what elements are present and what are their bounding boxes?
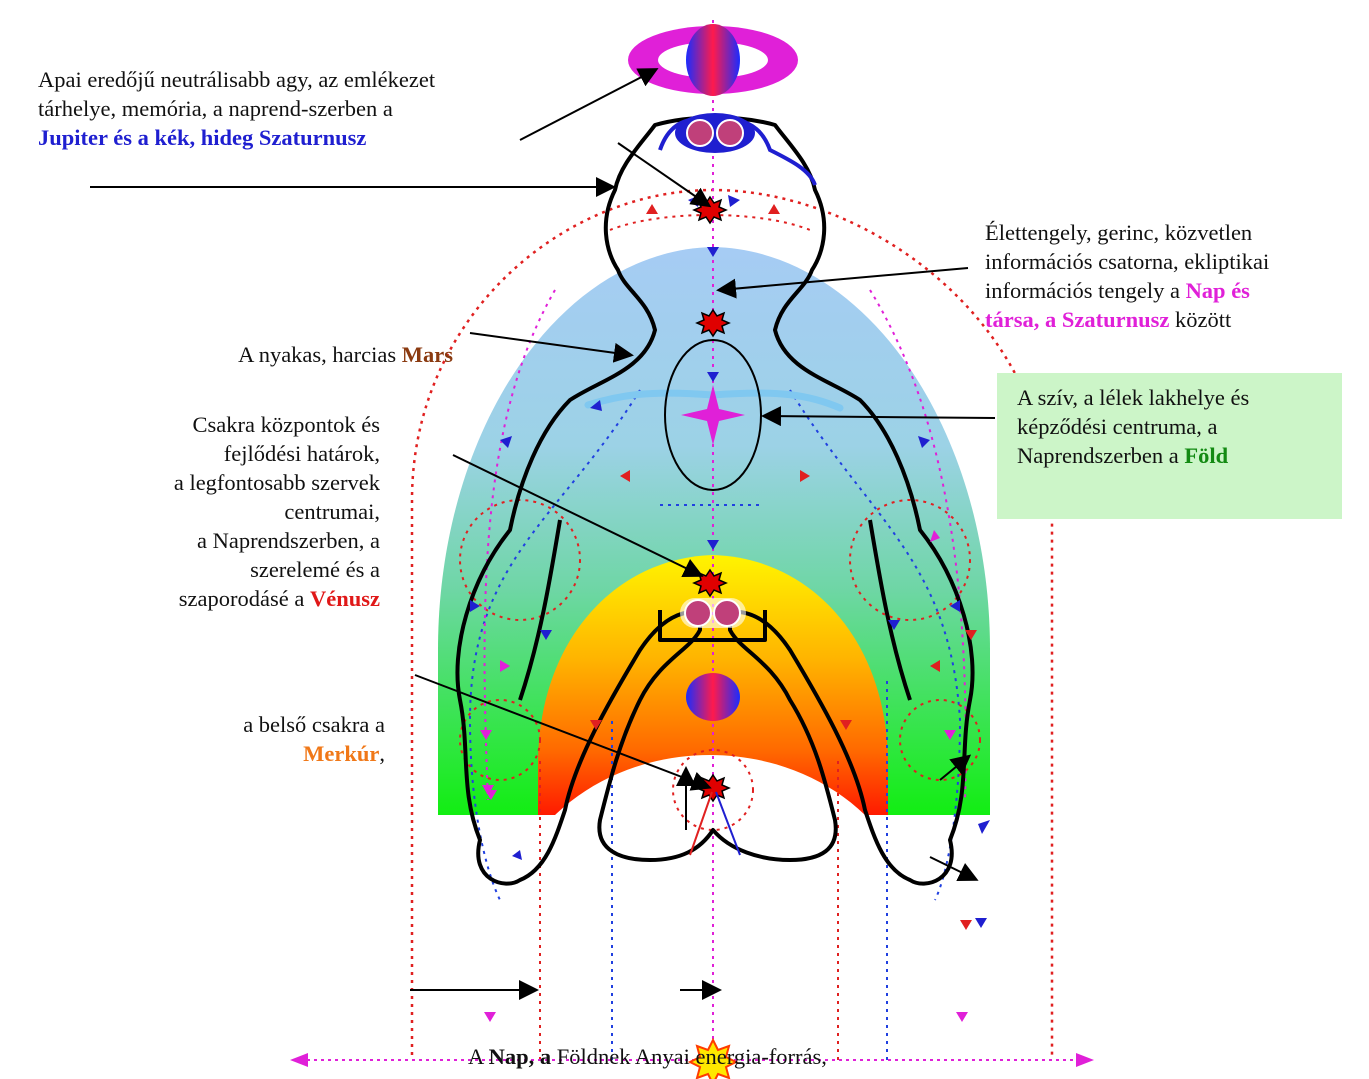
axis-label-saturn: társa, a Szaturnusz — [985, 307, 1169, 332]
inner-chakra-label: a belső csakra a Merkúr, — [140, 710, 385, 768]
axis-label-sun: Nap és — [1186, 278, 1250, 303]
sun-label-pre: A — [468, 1044, 489, 1069]
chakra-label-line1: Csakra központok és — [60, 410, 380, 439]
brain-sphere-left — [687, 120, 713, 146]
heart-label-box: A szív, a lélek lakhelye és képződési ce… — [997, 373, 1342, 519]
chakra-label-venus: Vénusz — [310, 586, 380, 611]
head-star-pointer-arrow — [618, 143, 708, 205]
venus-sphere-left — [685, 600, 711, 626]
brain-label-line3: Jupiter és a kék, hideg Szaturnusz — [38, 123, 598, 152]
chakra-label-line7-text: szaporodásé a — [179, 586, 310, 611]
chakra-label-line3: a legfontosabb szervek — [60, 468, 380, 497]
axis-label-line2: információs csatorna, ekliptikai — [985, 247, 1355, 276]
chakra-star-mercury — [697, 775, 729, 801]
brain-label-line2: tárhelye, memória, a naprend-szerben a — [38, 94, 598, 123]
chakra-label-line7: szaporodásé a Vénusz — [60, 584, 380, 613]
axis-arrow-left — [290, 1053, 308, 1067]
sun-label-post: Földnek Anyai energia-forrás, — [551, 1044, 827, 1069]
crown-orb — [686, 24, 740, 96]
chakra-label-line6: szerelemé és a — [60, 555, 380, 584]
chakra-label-line4: centrumai, — [60, 497, 380, 526]
axis-label-line4-text: között — [1169, 307, 1231, 332]
axis-label: Élettengely, gerinc, közvetlen informáci… — [985, 218, 1355, 334]
mercury-orb — [686, 673, 740, 721]
sun-label: A Nap, a Földnek Anyai energia-forrás, — [468, 1042, 1028, 1071]
chakra-label-line5: a Naprendszerben, a — [60, 526, 380, 555]
chakra-star-throat — [697, 310, 729, 336]
chakra-label-line2: fejlődési határok, — [60, 439, 380, 468]
brain-label: Apai eredőjű neutrálisabb agy, az emléke… — [38, 65, 598, 152]
inner-label-line1: a belső csakra a — [140, 710, 385, 739]
axis-label-line3-text: információs tengely a — [985, 278, 1186, 303]
heart-label-line3-text: Naprendszerben a — [1017, 443, 1184, 468]
inner-label-mercury: Merkúr — [303, 741, 379, 766]
brain-label-line1: Apai eredőjű neutrálisabb agy, az emléke… — [38, 65, 598, 94]
axis-label-line3: információs tengely a Nap és — [985, 276, 1355, 305]
brain-sphere-right — [717, 120, 743, 146]
inner-label-line2: Merkúr, — [140, 739, 385, 768]
sun-label-bold: Nap, a — [489, 1044, 552, 1069]
inner-label-comma: , — [379, 741, 385, 766]
neck-label-text: A nyakas, harcias — [238, 342, 402, 367]
neck-label-mars: Mars — [402, 342, 453, 367]
heart-label-earth: Föld — [1184, 443, 1228, 468]
axis-label-line1: Élettengely, gerinc, közvetlen — [985, 218, 1355, 247]
axis-arrow-right — [1076, 1053, 1094, 1067]
heart-label-line1: A szív, a lélek lakhelye és — [1017, 383, 1332, 412]
axis-label-line4: társa, a Szaturnusz között — [985, 305, 1355, 334]
venus-sphere-right — [714, 600, 740, 626]
heart-label-line3: Naprendszerben a Föld — [1017, 441, 1332, 470]
neck-label: A nyakas, harcias Mars — [140, 340, 453, 369]
heart-label-line2: képződési centruma, a — [1017, 412, 1332, 441]
chakra-label: Csakra központok és fejlődési határok, a… — [60, 410, 380, 613]
